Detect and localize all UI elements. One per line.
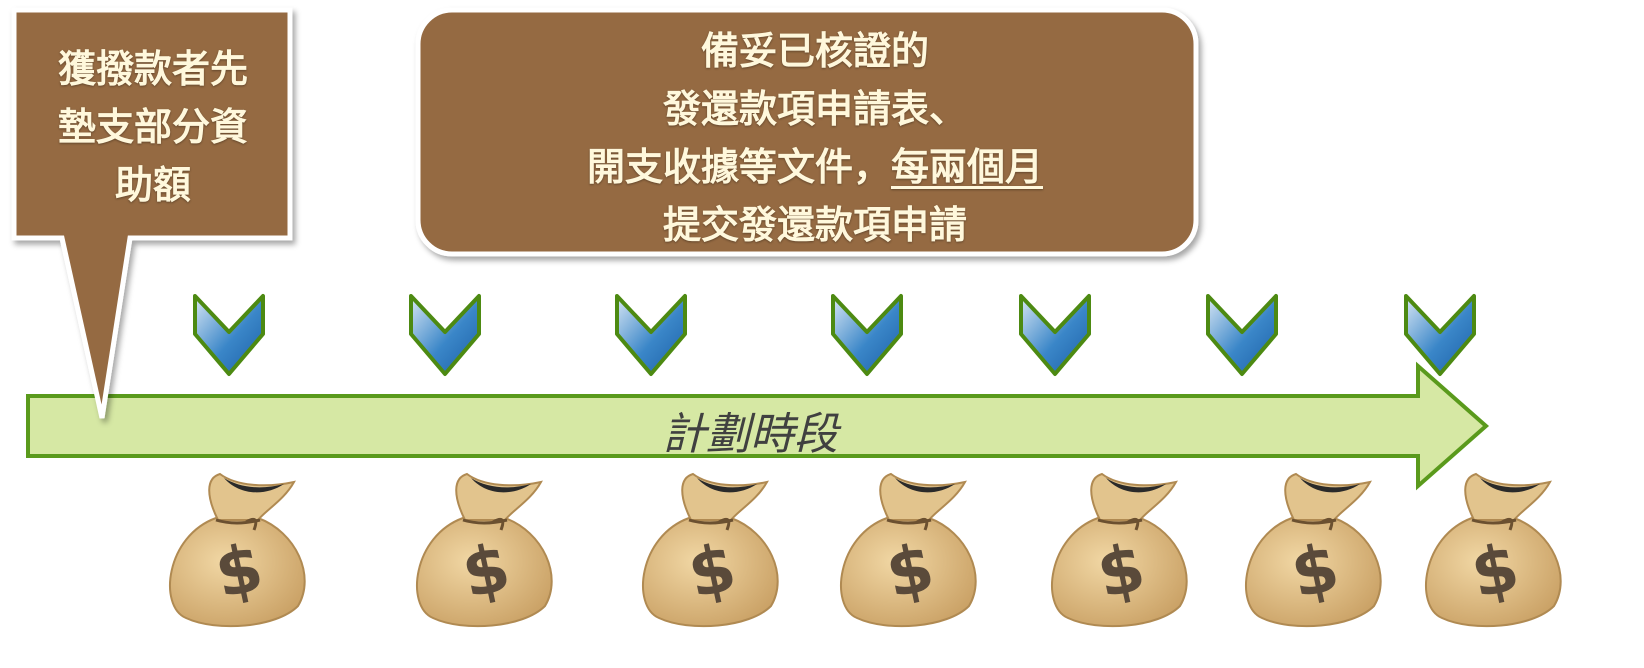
money-bags: $ $ $ $ $ $ $: [169, 472, 1562, 628]
money-bag-icon: $: [1051, 472, 1188, 628]
money-bag-icon: $: [642, 472, 779, 628]
timeline-label: 計劃時段: [662, 409, 838, 460]
chevron-down-icon: [1404, 294, 1476, 376]
callout-left-box: [11, 7, 293, 419]
chevron-down-icon: [193, 294, 265, 376]
money-bag-icon: $: [416, 472, 553, 628]
callout-top-line-3: 開支收據等文件，每兩個月: [440, 138, 1190, 196]
callout-left-line: 獲撥款者先: [57, 47, 248, 91]
callout-left-text: 獲撥款者先 墊支部分資 助額: [28, 40, 278, 214]
callout-left-line: 墊支部分資: [57, 105, 248, 149]
callout-top-box: [415, 7, 1199, 257]
money-bag-icon: $: [1425, 472, 1562, 628]
callout-top-line-2: 發還款項申請表、: [662, 87, 967, 131]
chevron-down-icon: [831, 294, 903, 376]
money-bag-icon: $: [1245, 472, 1382, 628]
callout-top-text: 備妥已核證的 發還款項申請表、 開支收據等文件，每兩個月 提交發還款項申請: [440, 22, 1190, 254]
callout-top-line-3-prefix: 開支收據等文件，: [586, 145, 891, 189]
chevron-down-icon: [409, 294, 481, 376]
chevron-down-icon: [1206, 294, 1278, 376]
money-bag-icon: $: [840, 472, 977, 628]
callout-top-emphasis: 每兩個月: [891, 145, 1044, 189]
callout-left-line: 助額: [114, 163, 191, 207]
timeline-arrow: [26, 361, 1490, 491]
money-bag-icon: $: [169, 472, 306, 628]
callout-top-line-4: 提交發還款項申請: [662, 203, 967, 247]
chevron-down-icon: [1019, 294, 1091, 376]
chevron-down-icon: [615, 294, 687, 376]
callout-top-line-1: 備妥已核證的: [700, 29, 929, 73]
chevron-markers: [193, 294, 1476, 376]
